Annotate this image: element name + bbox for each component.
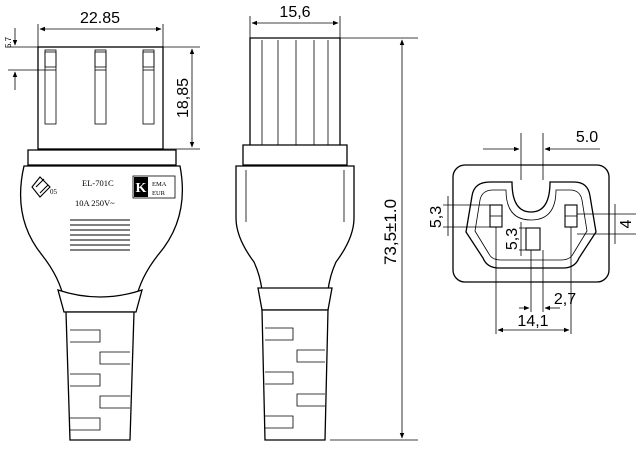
- side-relief-slots: [265, 327, 325, 429]
- front-pin-block: [37, 46, 164, 150]
- dim-side-width: 15,6: [249, 4, 341, 40]
- dim-pin-length-label: 18,85: [175, 78, 192, 118]
- front-pins: [44, 49, 155, 125]
- dim-face-center-height-label: 5,3: [504, 228, 521, 250]
- dim-total-length-label: 73,5±1.0: [381, 199, 400, 265]
- dim-face-left-height: 5,3: [428, 196, 492, 236]
- side-strain-relief: [261, 309, 329, 441]
- dim-pin-length: 18,85: [163, 46, 200, 150]
- dim-face-center-height: 5,3: [504, 222, 526, 256]
- dim-face-right-height: 4: [577, 204, 636, 244]
- dim-front-width: 22.85: [37, 10, 164, 50]
- dim-face-top: 5.0: [483, 129, 600, 180]
- cert-mark-number: 05: [50, 188, 58, 196]
- dim-face-width-label: 14,1: [517, 313, 548, 330]
- dim-total-length: 73,5±1.0: [330, 37, 418, 441]
- kema-mark: K EMA EUR: [132, 175, 176, 199]
- dim-face-offset-label: 2,7: [554, 291, 576, 308]
- front-view: 05 EL-701C 10A 250V~ K EMA EUR 22.85 5.7: [4, 10, 200, 441]
- kema-line2: EUR: [152, 190, 166, 197]
- dim-front-width-label: 22.85: [80, 10, 120, 27]
- front-relief-slots: [70, 329, 130, 431]
- dim-face-top-label: 5.0: [576, 129, 598, 146]
- face-socket-inner: [474, 189, 588, 261]
- dim-face-width: 14,1: [495, 227, 572, 334]
- face-socket-outer: [465, 181, 597, 269]
- dim-side-width-label: 15,6: [279, 4, 310, 21]
- side-collar: [242, 144, 348, 166]
- dim-face-right-height-label: 4: [618, 219, 635, 228]
- front-neck-ring: [57, 288, 143, 313]
- side-neck-ring: [257, 287, 333, 311]
- side-pin-lines: [261, 40, 329, 148]
- side-pin-block: [249, 37, 341, 151]
- side-housing: [235, 165, 355, 291]
- rating-label: 10A 250V~: [75, 198, 115, 208]
- dim-face-left-height-label: 5,3: [428, 206, 445, 228]
- model-label: EL-701C: [82, 178, 114, 188]
- kema-line1: EMA: [152, 181, 167, 188]
- kema-letter: K: [136, 181, 147, 196]
- front-collar: [27, 149, 177, 166]
- dim-pin-small-label: 5.7: [4, 36, 13, 48]
- side-view: 15,6 73,5±1.0: [235, 4, 418, 441]
- certification-mark: 05: [31, 176, 58, 198]
- front-grip-lines: [70, 219, 130, 251]
- face-view: 5.0 5,3 5,3 4 2,7: [428, 129, 636, 334]
- dim-pin-small: 5.7: [4, 28, 45, 90]
